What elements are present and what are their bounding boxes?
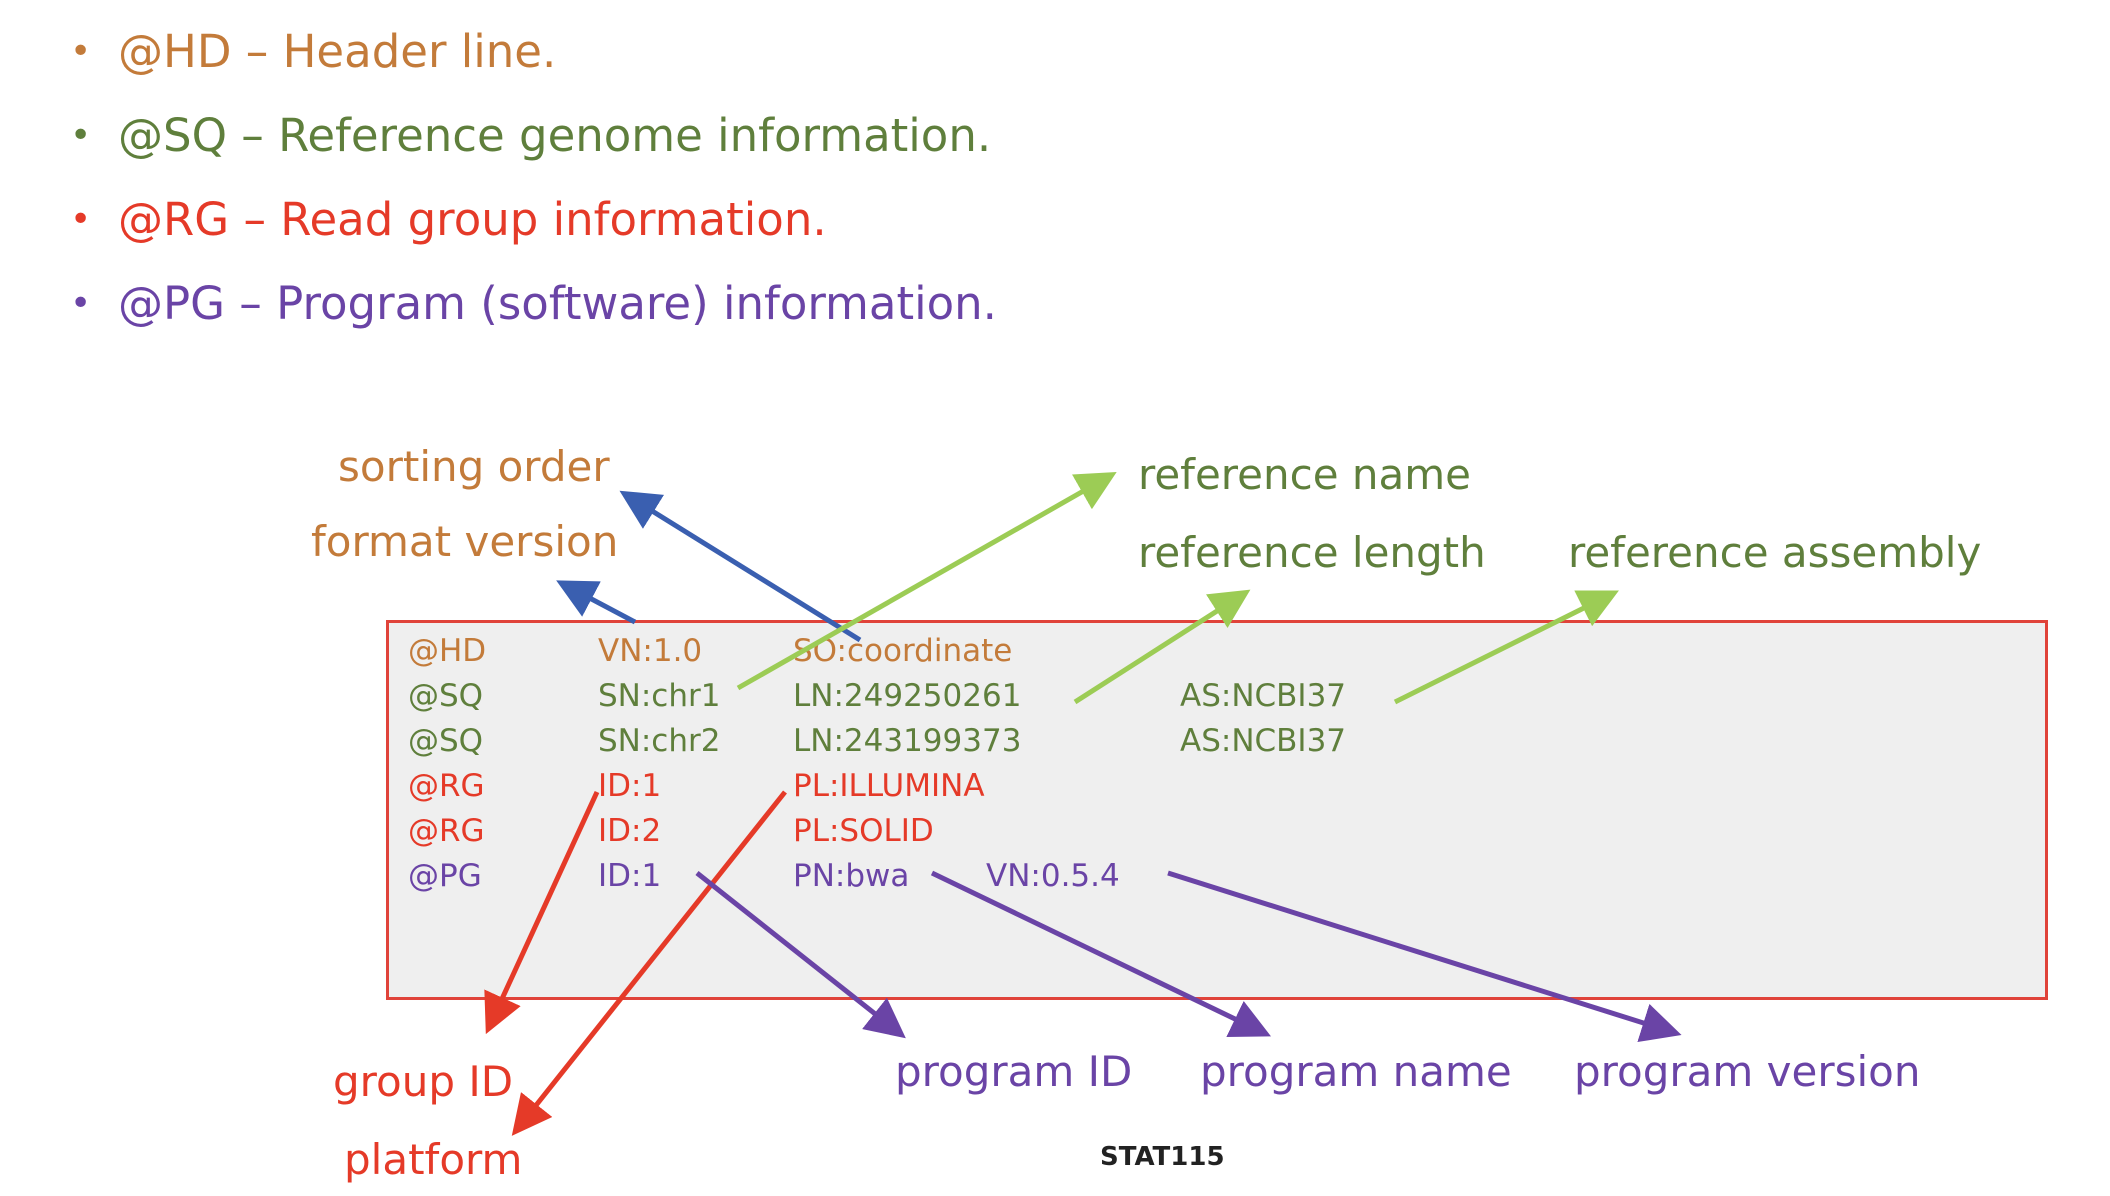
- bullet-rg: • @RG – Read group information.: [70, 178, 997, 262]
- header-field: VN:0.5.4: [986, 858, 1120, 894]
- bullet-text: @HD – Header line.: [118, 25, 557, 78]
- header-field: SN:chr1: [598, 678, 721, 714]
- bullet-dot-icon: •: [70, 283, 92, 324]
- header-tag: @SQ: [408, 678, 484, 714]
- header-field: PL:ILLUMINA: [793, 768, 985, 804]
- header-field: SO:coordinate: [793, 633, 1013, 669]
- bullet-text: @PG – Program (software) information.: [118, 277, 997, 330]
- bullet-hd: • @HD – Header line.: [70, 10, 997, 94]
- header-field: PL:SOLID: [793, 813, 934, 849]
- label-group-id: group ID: [333, 1057, 514, 1106]
- bullet-list: • @HD – Header line. • @SQ – Reference g…: [70, 10, 997, 346]
- bullet-dot-icon: •: [70, 115, 92, 156]
- label-reference-length: reference length: [1138, 528, 1486, 577]
- arrow-format-version: [556, 580, 637, 625]
- label-format-version: format version: [311, 517, 619, 566]
- header-field: AS:NCBI37: [1180, 723, 1347, 759]
- label-reference-name: reference name: [1138, 450, 1472, 499]
- arrow-program-version: [1167, 870, 1682, 1043]
- header-field: SN:chr2: [598, 723, 721, 759]
- header-field: ID:1: [598, 858, 662, 894]
- arrow-sorting-order: [619, 490, 862, 643]
- bullet-dot-icon: •: [70, 199, 92, 240]
- arrow-platform: [511, 790, 787, 1136]
- bullet-dot-icon: •: [70, 31, 92, 72]
- arrow-reference-length: [1073, 589, 1251, 705]
- header-tag: @HD: [408, 633, 487, 669]
- arrow-group-id: [484, 790, 600, 1035]
- bullet-pg: • @PG – Program (software) information.: [70, 262, 997, 346]
- label-platform: platform: [344, 1135, 523, 1184]
- header-field: VN:1.0: [598, 633, 703, 669]
- label-program-name: program name: [1200, 1047, 1512, 1096]
- label-sorting-order: sorting order: [338, 442, 610, 491]
- arrow-reference-name: [736, 472, 1117, 691]
- header-tag: @SQ: [408, 723, 484, 759]
- header-field: ID:1: [598, 768, 662, 804]
- header-tag: @RG: [408, 768, 485, 804]
- arrow-reference-assembly: [1393, 590, 1619, 705]
- header-field: LN:243199373: [793, 723, 1022, 759]
- footer-course-label: STAT115: [1100, 1142, 1225, 1172]
- label-program-id: program ID: [895, 1047, 1133, 1096]
- bullet-sq: • @SQ – Reference genome information.: [70, 94, 997, 178]
- header-field: LN:249250261: [793, 678, 1022, 714]
- bullet-text: @RG – Read group information.: [118, 193, 827, 246]
- header-tag: @PG: [408, 858, 482, 894]
- label-program-version: program version: [1574, 1047, 1921, 1096]
- header-tag: @RG: [408, 813, 485, 849]
- bullet-text: @SQ – Reference genome information.: [118, 109, 992, 162]
- arrow-program-id: [695, 871, 906, 1039]
- header-field: ID:2: [598, 813, 662, 849]
- arrow-program-name: [930, 870, 1272, 1037]
- label-reference-assembly: reference assembly: [1568, 528, 1982, 577]
- header-field: PN:bwa: [793, 858, 910, 894]
- header-field: AS:NCBI37: [1180, 678, 1347, 714]
